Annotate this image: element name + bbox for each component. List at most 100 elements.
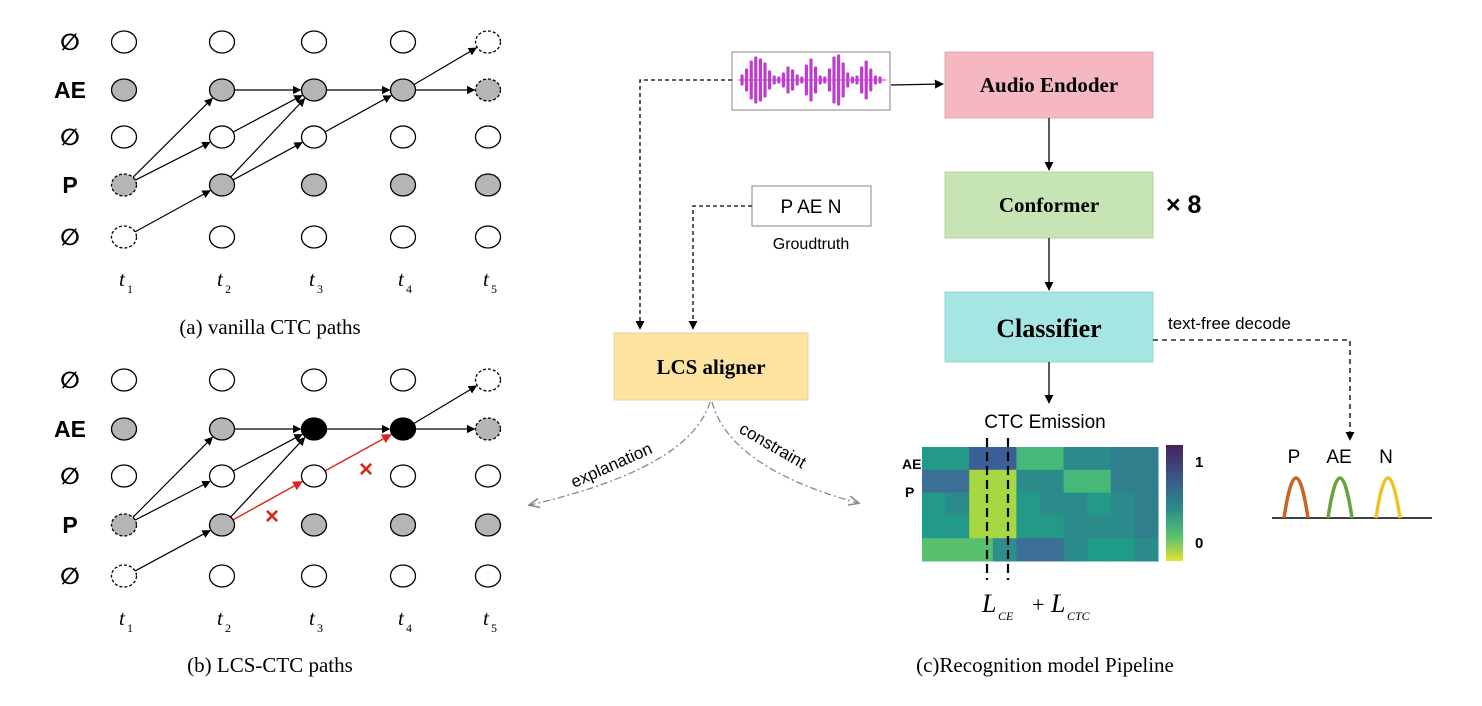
heatmap-cell (1087, 492, 1112, 516)
a-node-r0-c4 (474, 30, 502, 54)
a-time-step-2: t (217, 267, 224, 291)
a-row-label-0: ∅ (60, 29, 80, 55)
b-edge-1 (134, 480, 211, 521)
a-node-r4-c0 (110, 225, 138, 249)
a-time-step-sub-3: 3 (317, 282, 323, 296)
a-node-r3-c1 (208, 173, 236, 197)
heatmap-cell (945, 469, 970, 494)
panel-a-nodes (110, 30, 502, 249)
a-node-r2-c4 (474, 125, 502, 149)
b-node-r4-c4 (474, 564, 502, 588)
audio-waveform-icon (738, 54, 886, 106)
heatmap-cell (1087, 469, 1112, 494)
decode-label-p: P (1288, 447, 1301, 468)
b-row-label-0: ∅ (60, 367, 80, 393)
loss-operator: + (1032, 592, 1044, 617)
b-row-label-3: P (62, 512, 77, 538)
heatmap-cell (992, 515, 1017, 539)
heatmap-cell (992, 492, 1017, 516)
heatmap-cell (1087, 515, 1112, 539)
heatmap-cell (1063, 492, 1088, 516)
a-node-r1-c0 (110, 78, 138, 102)
heatmap-cell (1087, 447, 1112, 471)
conformer-repeat-label: × 8 (1166, 191, 1202, 219)
conformer-label: Conformer (999, 193, 1099, 217)
a-edge-4 (232, 94, 303, 133)
b-time-step-sub-3: 3 (317, 621, 323, 635)
colorbar-tick-0: 0 (1195, 535, 1203, 552)
b-time-step-sub-5: 5 (491, 621, 497, 635)
b-node-r4-c2 (300, 564, 328, 588)
ctc-emission-heatmap (922, 447, 1159, 562)
b-node-r0-c0 (110, 368, 138, 392)
heatmap-cell (1063, 515, 1088, 539)
arrow-audio-to-encoder (890, 79, 944, 89)
heatmap-cell (1016, 515, 1041, 539)
loss-ce-base: L (981, 589, 996, 618)
heatmap-cell (969, 492, 994, 516)
text-free-decode-label: text-free decode (1168, 314, 1291, 333)
loss-expression: L CE + L CTC (981, 589, 1091, 623)
b-edge-7 (413, 385, 478, 425)
b-node-r3-c2 (300, 513, 328, 537)
panel-a-row-labels: ∅AE∅P∅ (54, 29, 86, 250)
decode-peak-p (1282, 476, 1310, 519)
heatmap-cell (992, 447, 1017, 471)
panel-b-row-labels: ∅ AE ∅ P ∅ (54, 367, 86, 589)
a-node-r2-c0 (110, 125, 138, 149)
a-node-r3-c4 (474, 173, 502, 197)
loss-ce-sub: CE (998, 609, 1014, 623)
heatmap-cell (922, 492, 947, 516)
heatmap-cell (945, 538, 970, 562)
b-node-r2-c1 (208, 464, 236, 488)
emission-title: CTC Emission (984, 412, 1105, 433)
explanation-label: explanation (568, 439, 655, 492)
heatmap-cell (922, 447, 947, 471)
heatmap-cell (1134, 538, 1159, 562)
groundtruth-label: Groudtruth (773, 236, 849, 253)
b-row-label-2: ∅ (60, 463, 80, 489)
audio-encoder-label: Audio Endoder (980, 73, 1118, 97)
explanation-curve (530, 401, 711, 505)
arrow-text-free-decode (1153, 339, 1355, 441)
b-time-step-2: t (217, 606, 224, 630)
b-edge-2 (134, 530, 211, 572)
a-node-r3-c3 (389, 173, 417, 197)
b-rejected-edge-0 (232, 481, 303, 521)
b-edge-0 (132, 436, 213, 518)
a-time-step-4: t (398, 267, 405, 291)
a-node-r1-c4 (474, 78, 502, 102)
heatmap-cell (1016, 492, 1041, 516)
heatmap-cell (945, 492, 970, 516)
emission-row-label-p: P (905, 484, 914, 500)
a-edge-0 (132, 97, 213, 178)
a-edge-2 (134, 190, 211, 233)
a-time-step-sub-1: 1 (127, 282, 133, 296)
b-time-step-sub-2: 2 (225, 621, 231, 635)
decode-label-n: N (1379, 447, 1393, 468)
heatmap-cell (1016, 447, 1041, 471)
b-rejected-edge-1 (324, 433, 392, 472)
constraint-curve (711, 401, 858, 503)
b-row-label-1: AE (54, 416, 86, 442)
b-node-r2-c3 (389, 464, 417, 488)
a-edge-8 (324, 95, 392, 133)
colorbar-tick-1: 1 (1195, 454, 1203, 471)
b-node-r2-c0 (110, 464, 138, 488)
b-node-r1-c3 (389, 417, 417, 441)
heatmap-cell (1134, 492, 1159, 516)
b-edge-4 (232, 433, 303, 472)
heatmap-cell (945, 447, 970, 471)
audio-encoder-box (944, 51, 1154, 119)
a-node-r1-c2 (300, 78, 328, 102)
heatmap-cell (969, 469, 994, 494)
groundtruth-text: P AE N (781, 197, 842, 218)
panel-b-nodes (110, 368, 502, 588)
loss-ctc-base: L (1050, 589, 1065, 618)
a-row-label-3: P (62, 172, 77, 198)
heatmap-cell (1016, 538, 1041, 562)
conformer-box (944, 171, 1154, 239)
heatmap-cell (1063, 469, 1088, 494)
b-row-label-4: ∅ (60, 563, 80, 589)
heatmap-cell (992, 538, 1017, 562)
